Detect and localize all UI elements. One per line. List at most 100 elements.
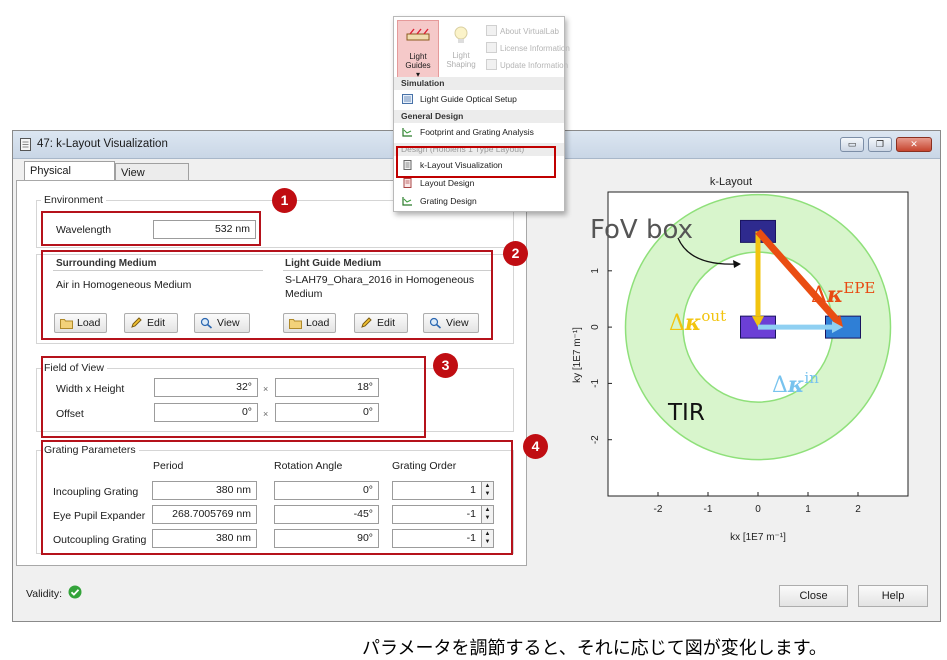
light-shaping-button[interactable]: Light Shaping — [441, 20, 481, 76]
footprint-label: Footprint and Grating Analysis — [420, 127, 534, 137]
incoupling-rotation-input[interactable]: 0° — [274, 481, 379, 500]
wavelength-input[interactable]: 532 nm — [153, 220, 256, 239]
minimize-button[interactable]: ▭ — [840, 137, 864, 152]
fov-width-input[interactable]: 32° — [154, 378, 258, 397]
magnifier-icon — [200, 317, 213, 329]
restore-button[interactable]: ❐ — [868, 137, 892, 152]
times-sign: × — [263, 384, 269, 394]
folder-icon — [60, 319, 73, 329]
license-button[interactable]: License Information — [486, 42, 570, 53]
menu-section-simulation: Simulation — [394, 77, 564, 90]
spin-up-icon: ▲ — [484, 531, 491, 537]
incoupling-period-input[interactable]: 380 nm — [152, 481, 257, 500]
epe-period-input[interactable]: 268.7005769 nm — [152, 505, 257, 524]
k-layout-icon — [403, 160, 412, 170]
col-rotation-header: Rotation Angle — [274, 460, 343, 472]
surrounding-medium-value: Air in Homogeneous Medium — [56, 279, 192, 291]
fov-box-arrowhead — [733, 260, 741, 268]
epe-order-spinner[interactable]: ▲▼ — [482, 505, 494, 524]
dk-out-label: Δκout — [669, 307, 726, 336]
outcoupling-period-input[interactable]: 380 nm — [152, 529, 257, 548]
lightguide-load-button[interactable]: Load — [283, 313, 336, 333]
light-guides-button[interactable]: Light Guides ▾ — [397, 20, 439, 79]
menu-item-grating-design[interactable]: Grating Design — [394, 193, 564, 209]
wavelength-label: Wavelength — [56, 224, 112, 236]
pencil-icon — [361, 317, 372, 328]
outcoupling-order-input[interactable]: -1 — [392, 529, 482, 548]
footprint-icon — [402, 128, 412, 137]
offset-y-input[interactable]: 0° — [275, 403, 379, 422]
light-shaping-label: Light Shaping — [446, 51, 476, 69]
offset-x-input[interactable]: 0° — [154, 403, 258, 422]
edit-label: Edit — [377, 317, 396, 329]
about-button[interactable]: About VirtualLab — [486, 25, 559, 36]
close-button[interactable]: Close — [779, 585, 848, 607]
lightguide-view-button[interactable]: View — [423, 313, 479, 333]
spin-down-icon: ▼ — [484, 491, 491, 497]
col-period-header: Period — [153, 460, 184, 472]
fov-label: Field of View — [41, 362, 107, 374]
license-label: License Information — [500, 44, 570, 53]
folder-icon — [289, 319, 302, 329]
outcoupling-rotation-input[interactable]: 90° — [274, 529, 379, 548]
fov-height-input[interactable]: 18° — [275, 378, 379, 397]
incoupling-order-spinner[interactable]: ▲▼ — [482, 481, 494, 500]
epe-rotation-input[interactable]: -45° — [274, 505, 379, 524]
window-title: 47: k-Layout Visualization — [37, 138, 168, 150]
highlight-box-2 — [41, 250, 493, 340]
dropdown-arrow-icon: ▾ — [415, 70, 420, 79]
surrounding-edit-button[interactable]: Edit — [124, 313, 178, 333]
surrounding-view-button[interactable]: View — [194, 313, 250, 333]
menu-item-k-layout[interactable]: k-Layout Visualization — [394, 157, 564, 173]
times-sign: × — [263, 409, 269, 419]
width-height-label: Width x Height — [56, 383, 125, 395]
update-button[interactable]: Update Information — [486, 59, 568, 70]
y-tick-label: -2 — [590, 435, 601, 444]
edit-label: Edit — [147, 317, 166, 329]
offset-label: Offset — [56, 408, 84, 420]
lightguide-edit-button[interactable]: Edit — [354, 313, 408, 333]
about-label: About VirtualLab — [500, 27, 560, 36]
surrounding-load-button[interactable]: Load — [54, 313, 107, 333]
fov-box-pointer-arrow — [677, 237, 738, 265]
layout-design-icon — [403, 178, 412, 188]
callout-1: 1 — [272, 188, 297, 213]
load-label: Load — [77, 317, 101, 329]
vector-dk_epe — [755, 229, 839, 322]
spin-up-icon: ▲ — [484, 507, 491, 513]
callout-4: 4 — [523, 434, 548, 459]
spin-down-icon: ▼ — [484, 539, 491, 545]
outcoupling-order-spinner[interactable]: ▲▼ — [482, 529, 494, 548]
close-icon: ✕ — [910, 139, 918, 149]
minimize-icon: ▭ — [847, 139, 857, 149]
update-label: Update Information — [500, 61, 569, 70]
menu-item-footprint[interactable]: Footprint and Grating Analysis — [394, 124, 564, 140]
k-layout-label: k-Layout Visualization — [420, 160, 503, 170]
restore-icon: ❐ — [875, 139, 885, 149]
epe-order-input[interactable]: -1 — [392, 505, 482, 524]
highlight-box-1 — [41, 211, 261, 246]
chart-title: k-Layout — [710, 176, 752, 188]
view-label: View — [217, 317, 240, 329]
y-tick-label: -1 — [590, 379, 601, 388]
x-tick-label: -2 — [654, 504, 663, 515]
help-button[interactable]: Help — [858, 585, 928, 607]
incoupling-order-input[interactable]: 1 — [392, 481, 482, 500]
tab-physical-settings[interactable]: Physical Settings — [24, 161, 115, 195]
outcoupling-label: Outcoupling Grating — [53, 534, 147, 546]
optical-setup-label: Light Guide Optical Setup — [420, 94, 517, 104]
lightguide-divider — [283, 270, 493, 271]
menu-item-optical-setup[interactable]: Light Guide Optical Setup — [394, 91, 564, 107]
y-axis-label: ky [1E7 m⁻¹] — [572, 327, 583, 383]
view-label: View — [446, 317, 469, 329]
close-window-button[interactable]: ✕ — [896, 137, 932, 152]
vector-head-dk_in — [832, 321, 843, 334]
document-icon — [20, 138, 31, 151]
dk-epe-label: ΔκEPE — [811, 279, 875, 308]
ribbon-dropdown-menu: Light Guides ▾ Light Shaping About Virtu… — [393, 16, 570, 212]
fov-box-annotation: FoV box — [590, 215, 693, 245]
light-guide-medium-label: Light Guide Medium — [285, 258, 382, 269]
menu-item-layout-design[interactable]: Layout Design — [394, 175, 564, 191]
load-label: Load — [306, 317, 330, 329]
